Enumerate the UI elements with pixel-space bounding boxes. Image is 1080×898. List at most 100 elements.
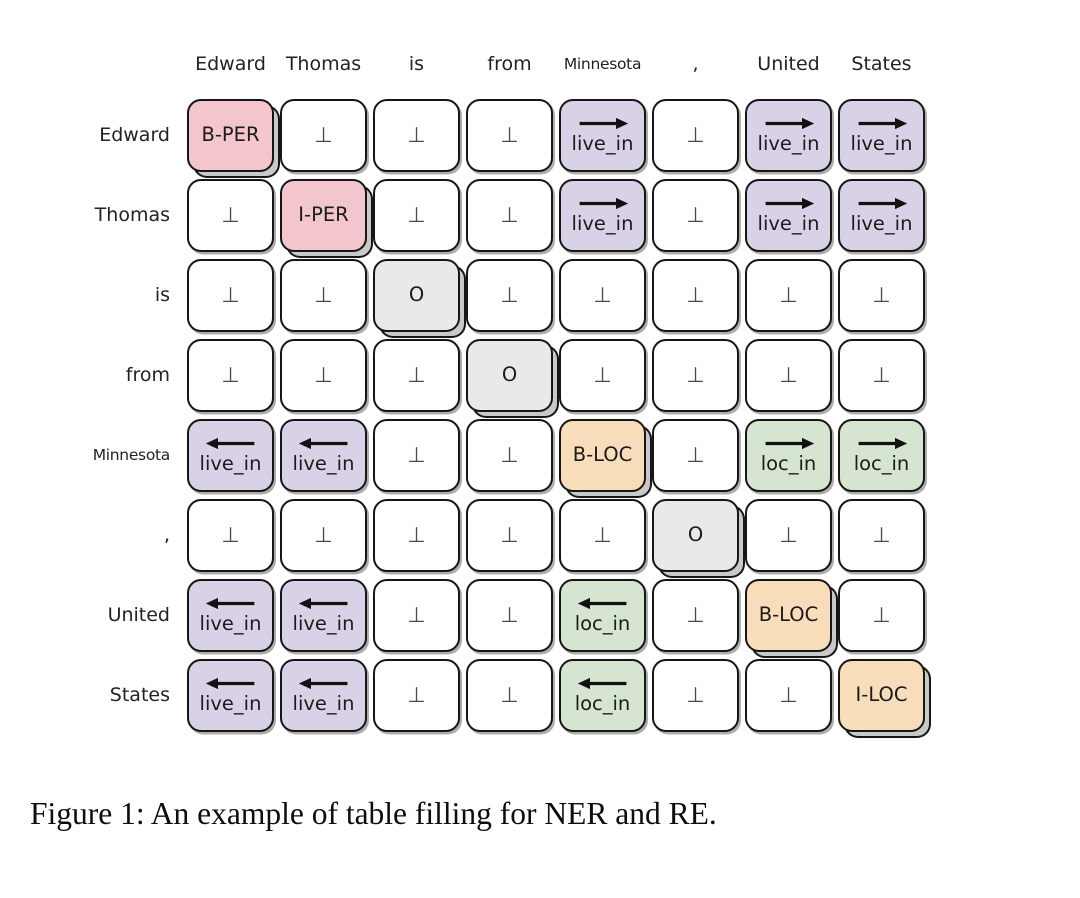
grid-cell: ⊥ <box>187 258 274 332</box>
grid-cell: loc_in <box>745 418 832 492</box>
grid-cell-slot: ⊥ <box>370 495 463 575</box>
grid-cell-slot: ⊥ <box>835 495 928 575</box>
cell-label: loc_in <box>574 611 631 635</box>
no-relation-symbol: ⊥ <box>407 363 426 387</box>
grid-cell-slot: ⊥ <box>556 255 649 335</box>
grid-cell: ⊥ <box>466 258 553 332</box>
cell-label: live_in <box>850 131 913 155</box>
grid-cell: I-LOC <box>838 658 925 732</box>
grid-cell: ⊥ <box>652 658 739 732</box>
grid-cell-slot: loc_in <box>742 415 835 495</box>
relation-arrow-left-icon <box>577 597 626 609</box>
no-relation-symbol: ⊥ <box>314 363 333 387</box>
grid-cell-slot: live_in <box>277 575 370 655</box>
relation-arrow-left-icon <box>298 437 347 449</box>
no-relation-symbol: ⊥ <box>500 683 519 707</box>
grid-cell-slot: ⊥ <box>556 335 649 415</box>
grid-cell: ⊥ <box>373 498 460 572</box>
grid-cell: ⊥ <box>373 98 460 172</box>
grid-cell-slot: ⊥ <box>370 415 463 495</box>
grid-cell: ⊥ <box>652 578 739 652</box>
grid-cell: ⊥ <box>745 498 832 572</box>
no-relation-symbol: ⊥ <box>686 283 705 307</box>
grid-cell-slot: loc_in <box>556 575 649 655</box>
relation-arrow-right-icon <box>765 117 814 129</box>
cell-label: I-LOC <box>855 683 908 707</box>
grid-cell: I-PER <box>280 178 367 252</box>
grid-cell: loc_in <box>559 578 646 652</box>
no-relation-symbol: ⊥ <box>407 203 426 227</box>
grid-cell-slot: ⊥ <box>649 175 742 255</box>
grid-cell-slot: ⊥ <box>649 255 742 335</box>
grid-cell: ⊥ <box>466 98 553 172</box>
cell-label: live_in <box>850 211 913 235</box>
row-header-token: United <box>107 604 170 626</box>
grid-cell-slot: I-LOC <box>835 655 928 735</box>
grid-cell: loc_in <box>838 418 925 492</box>
grid-cell: ⊥ <box>187 178 274 252</box>
grid-cell-slot: ⊥ <box>463 575 556 655</box>
grid-cell: ⊥ <box>466 658 553 732</box>
no-relation-symbol: ⊥ <box>779 523 798 547</box>
no-relation-symbol: ⊥ <box>686 363 705 387</box>
grid-cell-slot: live_in <box>742 95 835 175</box>
cell-label: live_in <box>292 611 355 635</box>
no-relation-symbol: ⊥ <box>500 283 519 307</box>
grid-cell: live_in <box>838 178 925 252</box>
no-relation-symbol: ⊥ <box>407 603 426 627</box>
relation-arrow-left-icon <box>205 597 254 609</box>
no-relation-symbol: ⊥ <box>593 523 612 547</box>
grid-cell: ⊥ <box>559 258 646 332</box>
row-header-token: , <box>163 524 170 546</box>
grid-cell-slot: live_in <box>835 175 928 255</box>
no-relation-symbol: ⊥ <box>500 603 519 627</box>
relation-arrow-right-icon <box>579 117 628 129</box>
grid-cell: ⊥ <box>838 258 925 332</box>
no-relation-symbol: ⊥ <box>407 443 426 467</box>
column-header-token: States <box>851 52 912 75</box>
grid-cell: ⊥ <box>652 178 739 252</box>
grid-cell: ⊥ <box>652 338 739 412</box>
grid-cell: live_in <box>559 98 646 172</box>
grid-cell: ⊥ <box>280 498 367 572</box>
grid-cell: ⊥ <box>838 578 925 652</box>
no-relation-symbol: ⊥ <box>686 443 705 467</box>
no-relation-symbol: ⊥ <box>314 283 333 307</box>
grid-cell-slot: ⊥ <box>835 335 928 415</box>
grid-cell: live_in <box>280 418 367 492</box>
grid-cell-slot: ⊥ <box>184 495 277 575</box>
grid-cell-slot: live_in <box>556 95 649 175</box>
grid-cell-slot: ⊥ <box>649 335 742 415</box>
grid-cell-slot: ⊥ <box>649 415 742 495</box>
grid-cell-slot: ⊥ <box>835 255 928 335</box>
cell-label: loc_in <box>574 691 631 715</box>
grid-cell: loc_in <box>559 658 646 732</box>
cell-label: live_in <box>571 131 634 155</box>
no-relation-symbol: ⊥ <box>872 523 891 547</box>
grid-cell: ⊥ <box>838 498 925 572</box>
grid-cell: B-PER <box>187 98 274 172</box>
no-relation-symbol: ⊥ <box>593 363 612 387</box>
grid-cell-slot: ⊥ <box>463 255 556 335</box>
grid-cell-slot: ⊥ <box>277 495 370 575</box>
grid-cell: ⊥ <box>373 338 460 412</box>
grid-cell-slot: ⊥ <box>370 655 463 735</box>
grid-cell: ⊥ <box>652 98 739 172</box>
grid-cell-slot: ⊥ <box>463 175 556 255</box>
relation-arrow-left-icon <box>298 677 347 689</box>
grid-cell: live_in <box>745 98 832 172</box>
relation-arrow-right-icon <box>858 437 907 449</box>
grid-cell-slot: live_in <box>742 175 835 255</box>
cell-label: loc_in <box>760 451 817 475</box>
no-relation-symbol: ⊥ <box>221 363 240 387</box>
grid-cell: live_in <box>187 578 274 652</box>
grid-cell-slot: ⊥ <box>463 655 556 735</box>
no-relation-symbol: ⊥ <box>686 203 705 227</box>
grid-cell-slot: ⊥ <box>742 335 835 415</box>
grid-cell: live_in <box>280 658 367 732</box>
grid-cell-slot: ⊥ <box>463 415 556 495</box>
grid-cell-slot: ⊥ <box>835 575 928 655</box>
grid-cell: ⊥ <box>373 418 460 492</box>
no-relation-symbol: ⊥ <box>500 123 519 147</box>
